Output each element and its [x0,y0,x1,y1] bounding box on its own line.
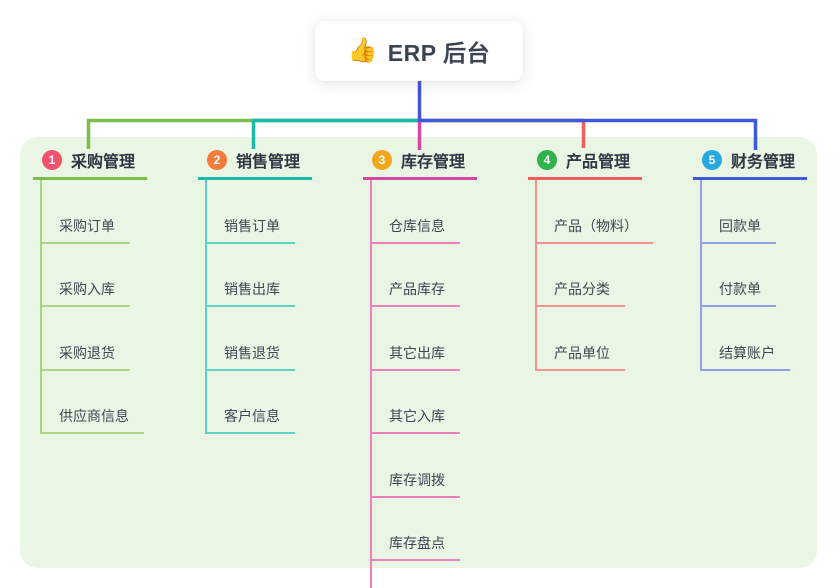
child-label: 销售出库 [224,281,280,297]
branch-title: 采购管理 [71,154,136,171]
child-node[interactable]: 销售退货 [207,307,295,371]
child-label: 库存调拨 [389,471,445,488]
child-node[interactable]: 回款单 [702,180,776,244]
child-node[interactable]: 客户信息 [207,371,295,434]
child-node[interactable]: 库存盘点 [372,498,460,561]
child-label: 产品（物料） [554,217,638,234]
branch-label-purchase[interactable]: 1 采购管理 [33,147,148,180]
child-node[interactable]: 结算账户 [702,307,790,371]
child-label: 采购入库 [59,281,115,297]
child-node[interactable]: 库存调拨 [372,434,460,498]
branch-inventory: 3 库存管理 仓库信息 产品库存 其它出库 其它入库 库存调拨 库存盘点 出库库… [363,147,478,588]
branch-finance: 5 财务管理 回款单 付款单 结算账户 [693,147,808,371]
branch-children: 销售订单 销售出库 销售退货 客户信息 [205,180,295,434]
child-label: 供应商信息 [59,408,129,424]
child-node[interactable]: 销售订单 [207,180,295,244]
branch-label-finance[interactable]: 5 财务管理 [693,147,808,180]
child-node[interactable]: 采购入库 [42,244,130,307]
branch-product: 4 产品管理 产品（物料） 产品分类 产品单位 [528,147,653,371]
branch-number-badge: 3 [372,150,392,170]
child-node[interactable]: 其它入库 [372,371,460,434]
child-node[interactable]: 产品分类 [537,244,625,307]
child-node[interactable]: 采购退货 [42,307,130,371]
child-node[interactable]: 采购订单 [42,180,130,244]
child-label: 采购订单 [59,217,115,234]
child-label: 产品分类 [554,281,610,297]
child-label: 仓库信息 [389,217,445,234]
child-node[interactable]: 付款单 [702,244,776,307]
branch-title: 库存管理 [401,154,466,171]
branch-label-inventory[interactable]: 3 库存管理 [363,147,478,180]
child-label: 销售订单 [224,217,280,234]
child-label: 客户信息 [224,408,280,424]
child-label: 产品单位 [554,344,610,361]
branch-number-badge: 4 [537,150,557,170]
child-node[interactable]: 仓库信息 [372,180,460,244]
branch-title: 产品管理 [566,154,631,171]
child-label: 结算账户 [719,344,775,361]
branch-label-sales[interactable]: 2 销售管理 [198,147,313,180]
branch-number-badge: 2 [207,150,227,170]
branch-children: 采购订单 采购入库 采购退货 供应商信息 [40,180,144,434]
branch-number-badge: 1 [42,150,62,170]
branch-children: 回款单 付款单 结算账户 [700,180,790,371]
child-label: 库存盘点 [389,535,445,551]
branch-children: 产品（物料） 产品分类 产品单位 [535,180,653,371]
thumbs-up-icon: 👍 [347,37,378,64]
child-label: 付款单 [719,281,761,297]
child-label: 回款单 [719,217,761,234]
branch-sales: 2 销售管理 销售订单 销售出库 销售退货 客户信息 [198,147,313,434]
branch-number-badge: 5 [702,150,722,170]
child-label: 销售退货 [224,344,280,361]
branch-label-product[interactable]: 4 产品管理 [528,147,643,180]
branch-children: 仓库信息 产品库存 其它出库 其它入库 库存调拨 库存盘点 出库库明细 [370,180,474,588]
child-label: 产品库存 [389,281,445,297]
child-node[interactable]: 销售出库 [207,244,295,307]
child-label: 其它出库 [389,344,445,361]
branch-purchase: 1 采购管理 采购订单 采购入库 采购退货 供应商信息 [33,147,148,434]
child-node[interactable]: 产品库存 [372,244,460,307]
root-title: ERP 后台 [387,40,491,66]
child-node[interactable]: 产品（物料） [537,180,653,244]
branch-title: 销售管理 [236,154,301,171]
child-node[interactable]: 其它出库 [372,307,460,371]
branch-title: 财务管理 [731,154,796,171]
child-node[interactable]: 产品单位 [537,307,625,371]
child-label: 采购退货 [59,344,115,361]
child-label: 其它入库 [389,408,445,424]
root-node[interactable]: 👍 ERP 后台 [315,21,523,81]
child-node[interactable]: 供应商信息 [42,371,144,434]
child-node[interactable]: 出库库明细 [372,561,474,588]
